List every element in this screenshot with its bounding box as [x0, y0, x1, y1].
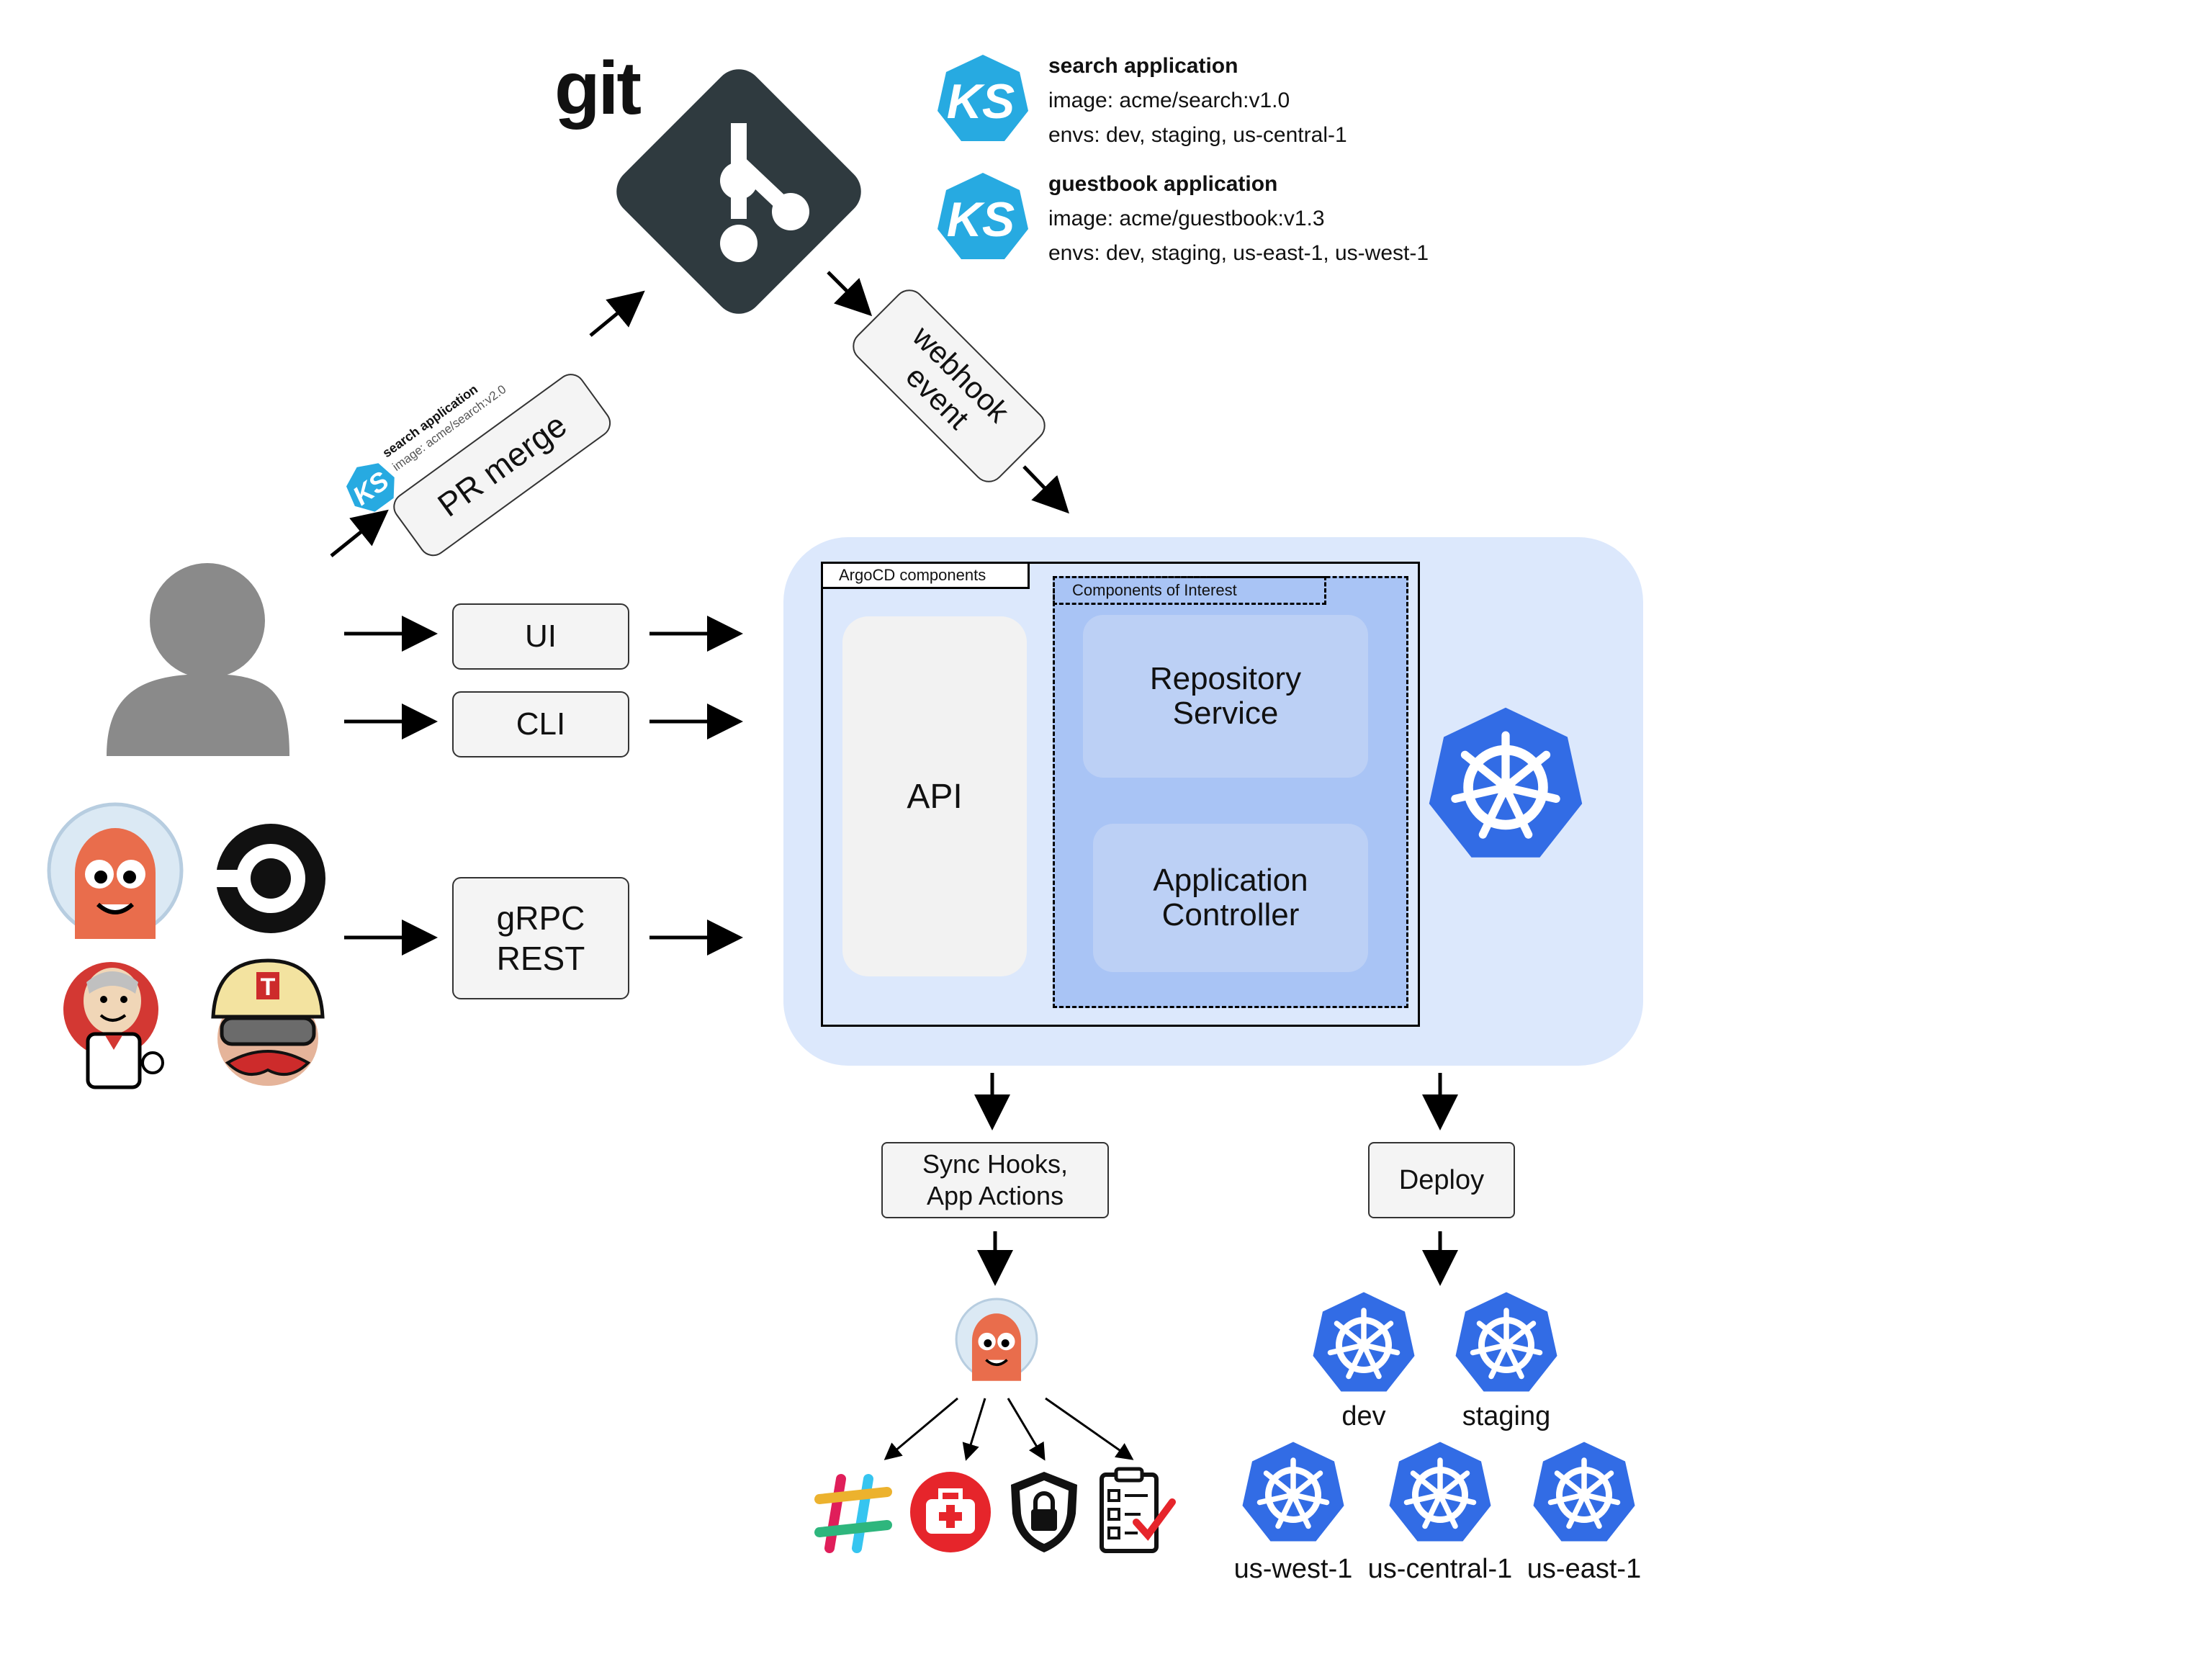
hooks-line2: App Actions: [926, 1181, 1064, 1210]
argocd-components-label: ArgoCD components: [839, 566, 986, 584]
grpc-line1: gRPC: [496, 899, 585, 937]
cluster-staging-label: staging: [1462, 1401, 1551, 1431]
cluster-us-central-1-label: us-central-1: [1367, 1554, 1513, 1584]
arrow-git-to-webhook: [827, 271, 873, 317]
arrow-webhook-to-argocd: [1022, 465, 1069, 514]
jenkins-logo-icon: [63, 962, 164, 1089]
hooks-line1: Sync Hooks,: [922, 1149, 1069, 1179]
repo-line1: Repository: [1149, 661, 1302, 696]
guestbook-app-info: guestbook application image: acme/guestb…: [1048, 167, 1429, 271]
svg-text:KS: KS: [947, 74, 1015, 129]
security-shield-icon: [1011, 1472, 1077, 1552]
ctrl-line1: Application: [1153, 863, 1308, 898]
user-avatar-icon: [107, 563, 289, 756]
arrow-argo-to-health: [962, 1398, 986, 1461]
kustomize-icon: KS: [938, 55, 1028, 141]
argocd-components-frame: [821, 562, 1420, 1027]
svg-text:T: T: [261, 974, 276, 1001]
search-app-envs: envs: dev, staging, us-central-1: [1048, 123, 1347, 147]
argo-logo-icon: [47, 802, 184, 939]
arrow-argo-to-checklist: [1045, 1397, 1134, 1460]
git-logo-icon: [616, 69, 861, 314]
search-app-image: image: acme/search:v1.0: [1048, 89, 1290, 112]
arrow-user-to-pr: [330, 509, 389, 557]
cli-button[interactable]: CLI: [452, 691, 629, 757]
cluster-us-east-1-label: us-east-1: [1527, 1554, 1642, 1584]
cluster-staging-icon: [1455, 1292, 1557, 1392]
argo-logo-icon: [955, 1298, 1038, 1381]
slack-icon: [814, 1474, 892, 1553]
cluster-us-west-1-icon: [1242, 1442, 1344, 1542]
cluster-dev-icon: [1313, 1292, 1415, 1392]
health-icon: [910, 1472, 991, 1552]
ui-button[interactable]: UI: [452, 603, 629, 670]
search-app-info: search application image: acme/search:v1…: [1048, 49, 1347, 153]
checklist-icon: [1100, 1467, 1176, 1553]
repository-service-box: Repository Service: [1083, 615, 1368, 778]
argocd-components-tab: ArgoCD components: [821, 562, 1030, 589]
git-wordmark: git: [554, 47, 642, 130]
travis-logo-icon: T: [211, 958, 325, 1086]
components-of-interest-label: Components of Interest: [1072, 581, 1237, 599]
guestbook-app-image: image: acme/guestbook:v1.3: [1048, 207, 1325, 230]
kustomize-icon: KS: [938, 173, 1028, 259]
arrow-pr-to-git: [589, 290, 645, 337]
cluster-us-east-1-icon: [1533, 1442, 1635, 1542]
repo-line2: Service: [1172, 696, 1279, 731]
sync-hooks-box: Sync Hooks, App Actions: [881, 1142, 1109, 1218]
cluster-us-west-1-label: us-west-1: [1233, 1554, 1353, 1584]
grpc-rest-button[interactable]: gRPC REST: [452, 877, 629, 999]
svg-text:KS: KS: [947, 192, 1015, 247]
cluster-dev-label: dev: [1341, 1401, 1386, 1431]
api-box: API: [842, 616, 1027, 976]
cluster-us-central-1-icon: [1389, 1442, 1491, 1542]
kustomize-icon: KS: [346, 463, 395, 512]
pr-merge-group: KS search application image: acme/search…: [323, 286, 656, 586]
application-controller-box: Application Controller: [1093, 824, 1368, 972]
guestbook-app-envs: envs: dev, staging, us-east-1, us-west-1: [1048, 241, 1429, 265]
arrow-argo-to-security: [1007, 1398, 1046, 1461]
guestbook-app-name: guestbook application: [1048, 172, 1278, 196]
ctrl-line2: Controller: [1161, 897, 1300, 932]
search-app-name: search application: [1048, 54, 1238, 78]
components-of-interest-tab: Components of Interest: [1053, 576, 1326, 605]
kubernetes-logo-icon: [1429, 707, 1583, 858]
deploy-box: Deploy: [1368, 1142, 1515, 1218]
grpc-line2: REST: [496, 940, 585, 977]
circleci-logo-icon: [215, 824, 325, 933]
arrow-argo-to-slack: [884, 1397, 958, 1460]
